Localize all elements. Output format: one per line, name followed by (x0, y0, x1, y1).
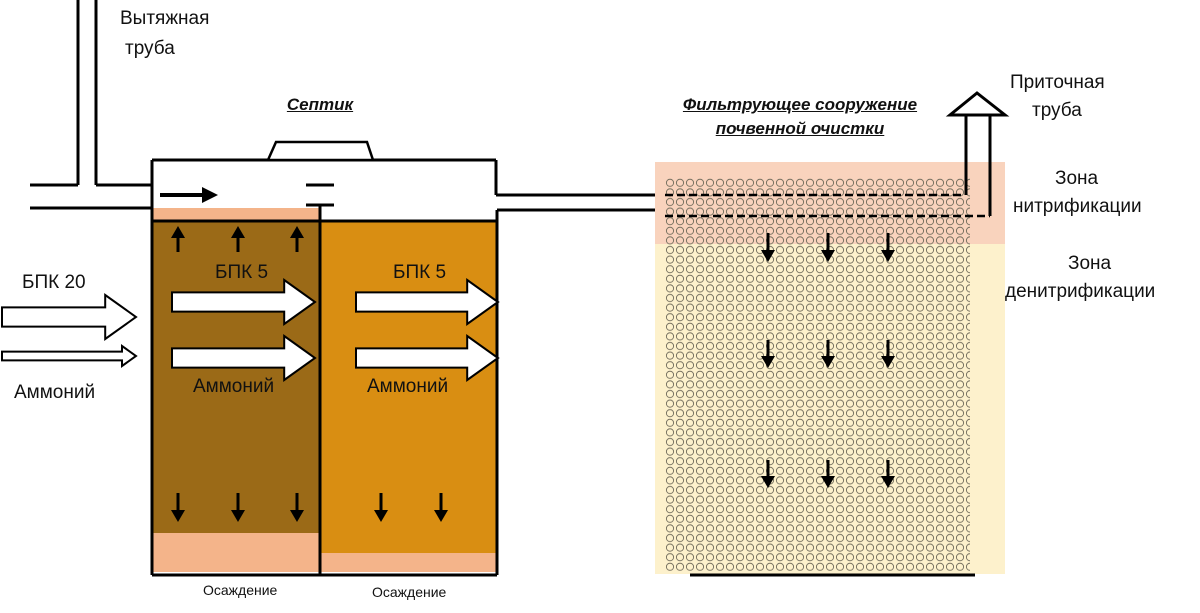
scum-layer (153, 208, 320, 222)
filter-down-arrow (881, 233, 895, 262)
chamber2-bpk-label: БПК 5 (393, 262, 447, 283)
filter-down-arrow (821, 460, 835, 488)
denitrification-zone-label-2: денитрификации (1005, 281, 1156, 302)
chamber1-bpk-label: БПК 5 (215, 262, 269, 283)
nitrification-zone-label-1: Зона (1055, 168, 1099, 189)
filter-down-arrow (761, 460, 775, 488)
upflow-arrow (171, 226, 185, 252)
supply-pipe-label-2: труба (1032, 100, 1082, 121)
upflow-arrow (290, 226, 304, 252)
supply-pipe (945, 91, 1010, 216)
filter-title-line1: Фильтрующее сооружение (682, 95, 918, 114)
gravel-fill (665, 178, 970, 571)
chamber1-sediment-label: Осаждение (203, 582, 278, 598)
settling-arrow (434, 493, 448, 522)
filter-title-line2: почвенной очистки (715, 119, 885, 138)
chamber2-bpk-arrow (355, 278, 500, 326)
sediment-layer-1 (153, 533, 320, 572)
chamber2-ammonium-label: Аммоний (367, 376, 449, 397)
nitrification-zone-label-2: нитрификации (1013, 196, 1142, 217)
filter-down-arrow (761, 233, 775, 262)
soil-filter (655, 162, 1005, 577)
settling-arrow (374, 493, 388, 522)
chamber1-bpk-arrow (171, 278, 317, 326)
exhaust-pipe (30, 0, 152, 210)
sediment-layer-2 (321, 553, 496, 572)
exhaust-pipe-label-1: Вытяжная (120, 8, 210, 29)
chamber2-ammonium-arrow (355, 334, 500, 382)
filter-down-arrow (881, 340, 895, 368)
denitrification-zone-label-1: Зона (1068, 253, 1112, 274)
upflow-arrow (231, 226, 245, 252)
chamber1-ammonium-label: Аммоний (193, 376, 275, 397)
arrow-layer (1, 226, 895, 522)
settling-arrow (231, 493, 245, 522)
supply-pipe-label-1: Приточная (1010, 72, 1105, 93)
chamber1-ammonium-arrow (171, 334, 317, 382)
filter-down-arrow (821, 340, 835, 368)
septic-title: Септик (286, 95, 354, 114)
filter-down-arrow (821, 233, 835, 262)
chamber2-sediment-label: Осаждение (372, 584, 447, 600)
settling-arrow (290, 493, 304, 522)
input-bpk-arrow (1, 293, 138, 341)
filter-down-arrow (881, 460, 895, 488)
septic-lid (266, 140, 375, 162)
input-bpk20-label: БПК 20 (22, 272, 86, 293)
exhaust-pipe-label-2: труба (125, 38, 175, 59)
input-ammonium-arrow (1, 344, 138, 368)
input-ammonium-label: Аммоний (14, 382, 96, 403)
filter-down-arrow (761, 340, 775, 368)
settling-arrow (171, 493, 185, 522)
